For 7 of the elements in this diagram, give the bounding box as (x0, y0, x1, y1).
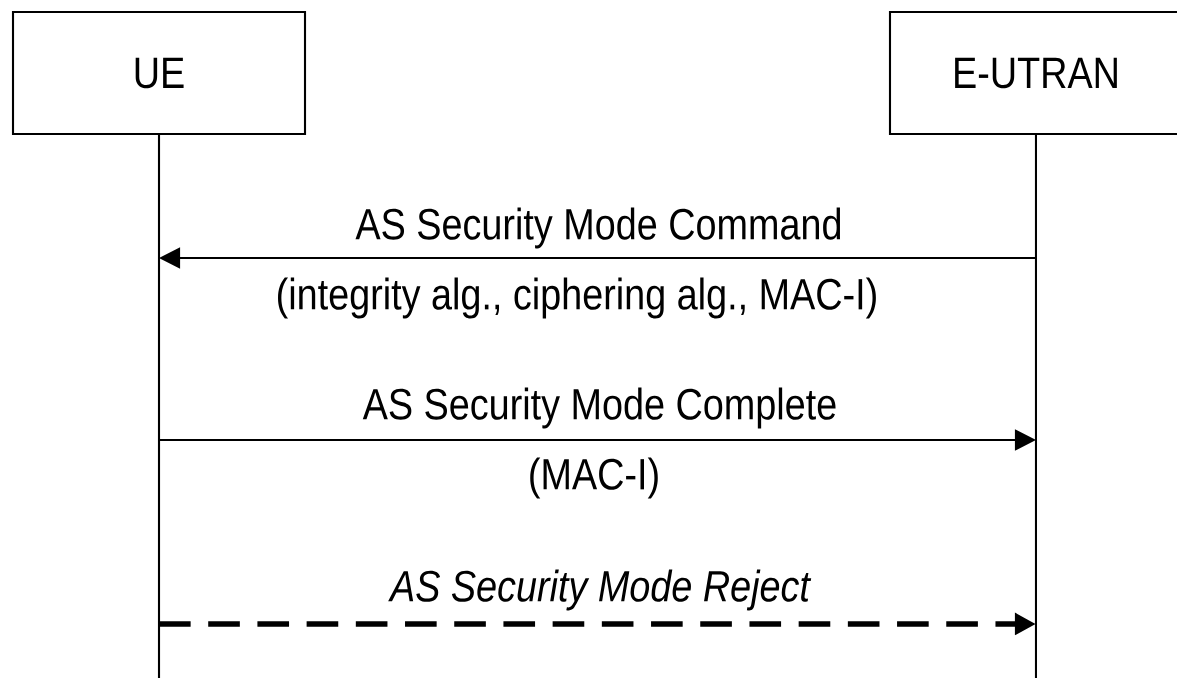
message-label: AS Security Mode Command (355, 207, 841, 249)
actor-box: E-UTRAN (888, 10, 1177, 136)
actor-box: UE (11, 10, 307, 136)
message-parameters: (MAC-I) (530, 457, 658, 499)
message-label: AS Security Mode Reject (388, 569, 812, 611)
message-parameters: (integrity alg., ciphering alg., MAC-I) (278, 277, 876, 319)
message-label: AS Security Mode Complete (362, 387, 836, 429)
